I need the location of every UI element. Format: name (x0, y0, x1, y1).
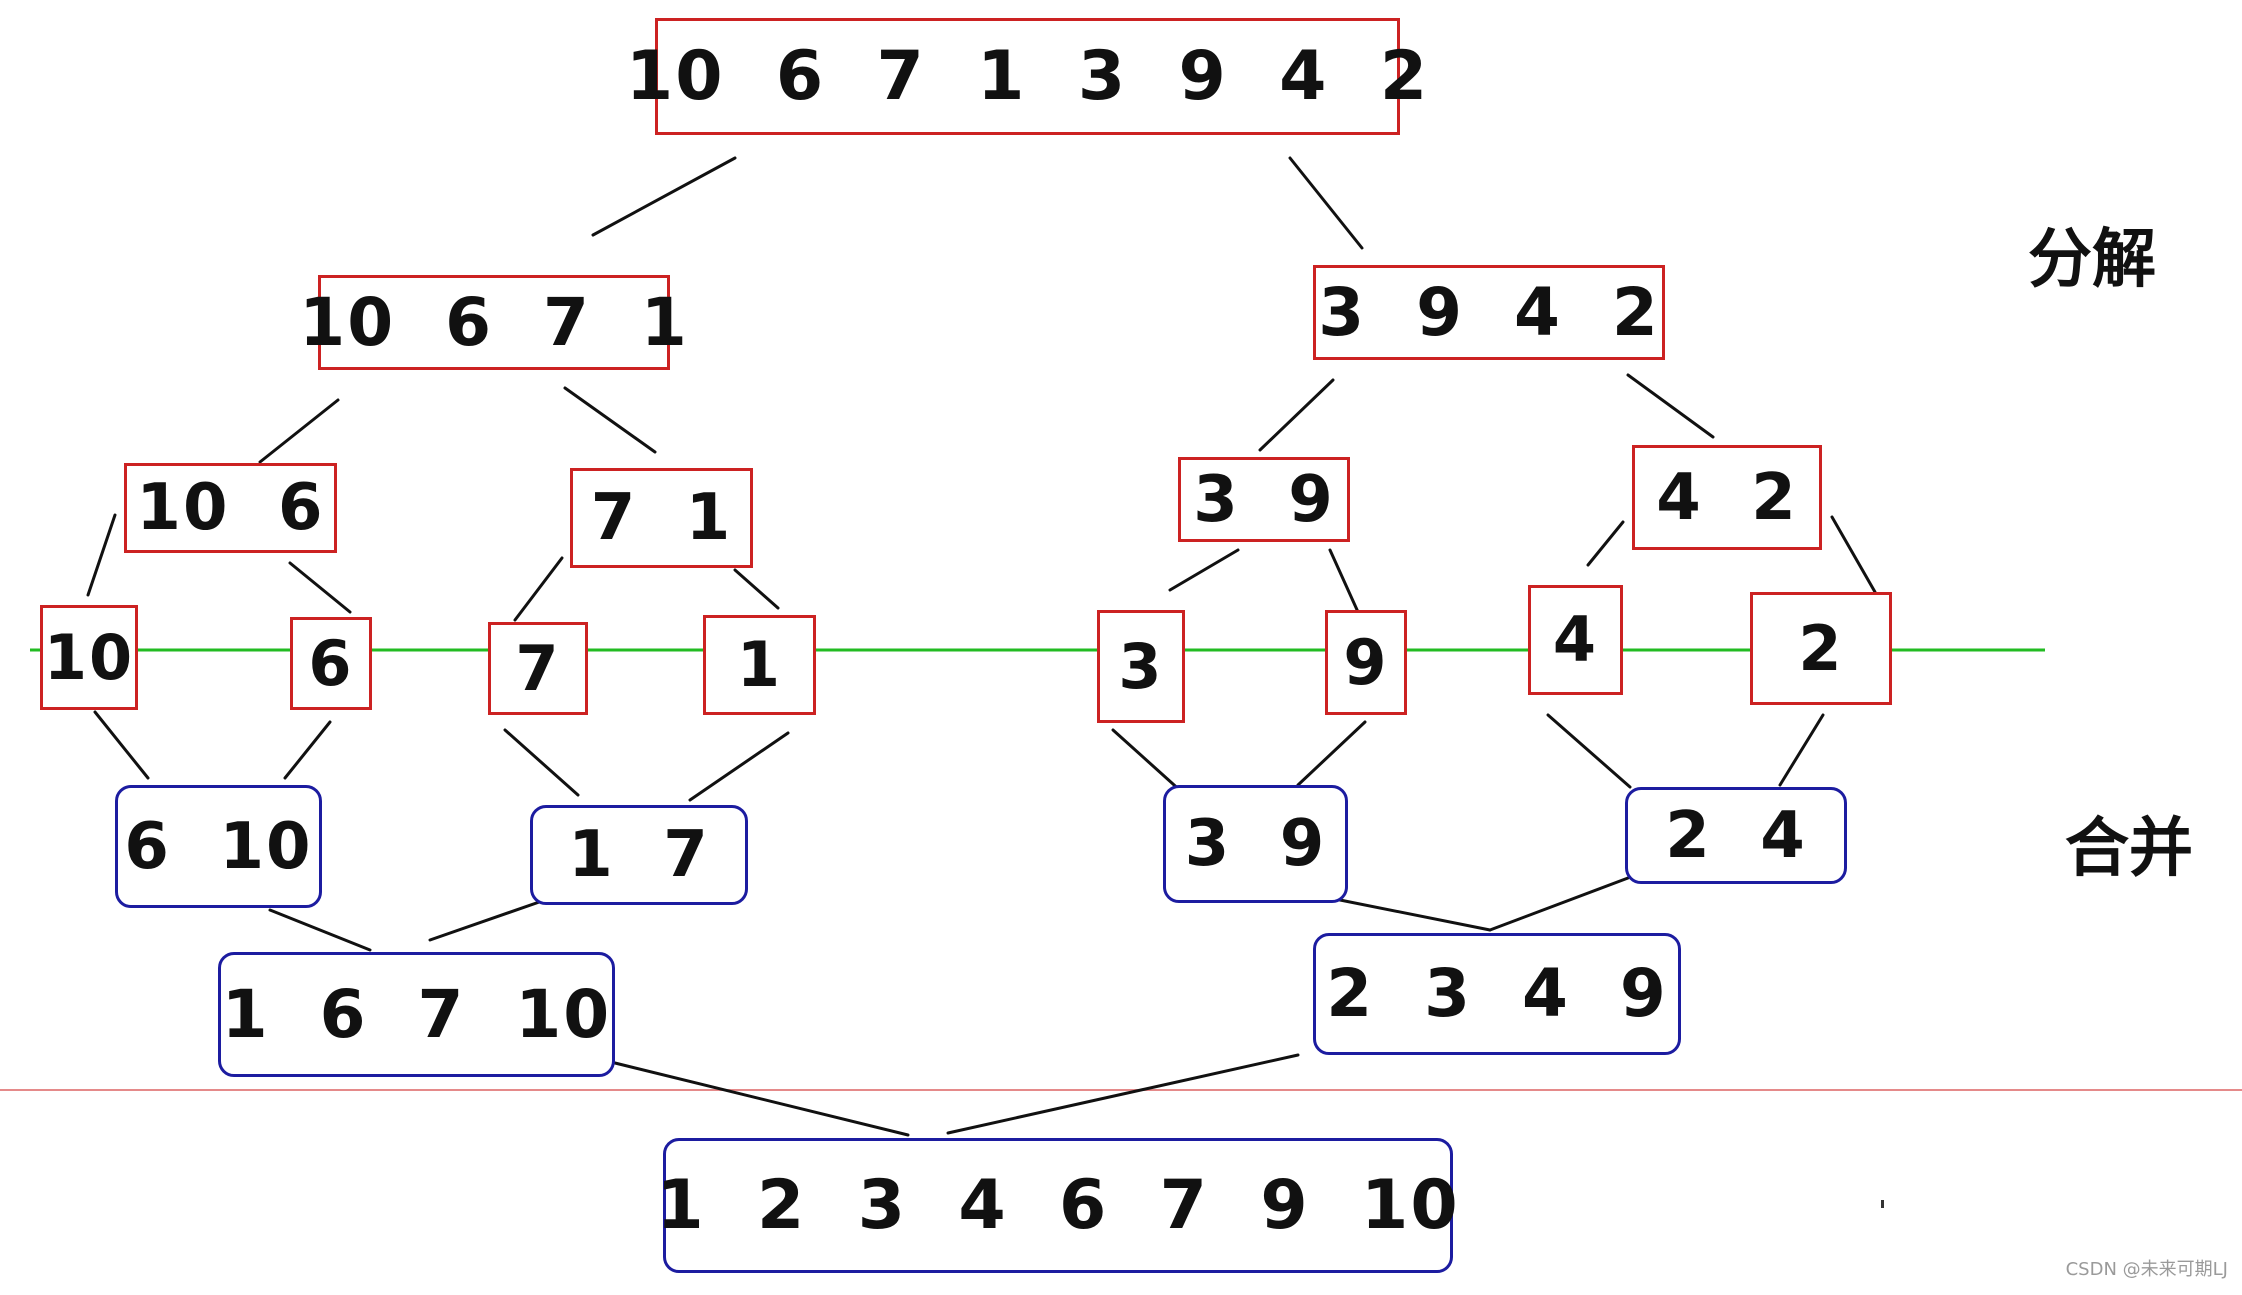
split-lr-box: 7 1 (570, 468, 753, 568)
connector-line (613, 1061, 910, 1137)
split-rr-box: 4 2 (1632, 445, 1822, 550)
connector-line (1830, 515, 1877, 594)
connector-line (288, 561, 352, 614)
merge-box-6-10: 6 10 (115, 785, 322, 908)
split-leaf-box: 6 (290, 617, 372, 710)
connector-line (1626, 373, 1715, 439)
split-leaf-box: 3 (1097, 610, 1185, 723)
connector-line (1328, 896, 1492, 932)
watermark-text: CSDN @未来可期LJ (2065, 1259, 2228, 1280)
connector-line (591, 156, 737, 237)
split-rl-box: 3 9 (1178, 457, 1350, 542)
merge-connectors (93, 710, 1825, 1137)
connector-line (283, 720, 332, 780)
connector-line (1111, 728, 1185, 795)
connector-line (1168, 548, 1240, 592)
merge-box-3-9: 3 9 (1163, 785, 1348, 903)
merge-box-1-6-7-10: 1 6 7 10 (218, 952, 615, 1077)
connector-line (733, 568, 780, 610)
split-leaf-box: 4 (1528, 585, 1623, 695)
split-label: 分解 (2028, 223, 2156, 297)
split-leaf-box: 2 (1750, 592, 1892, 705)
connector-line (1258, 378, 1335, 452)
split-leaf-box: 9 (1325, 610, 1407, 715)
merge-label: 合并 (2065, 812, 2193, 886)
connector-line (946, 1053, 1300, 1135)
split-root-box: 10 6 7 1 3 9 4 2 (626, 18, 1427, 135)
connector-line (258, 398, 340, 464)
connector-line (268, 908, 372, 952)
split-connectors (86, 156, 1877, 622)
split-ll-box: 10 6 (124, 463, 337, 553)
connector-line (503, 728, 580, 797)
split-leaf-box: 10 (40, 605, 138, 710)
merge-box-2-3-4-9: 2 3 4 9 (1313, 933, 1681, 1055)
connector-line (93, 710, 150, 780)
connector-line (1288, 156, 1364, 250)
connector-line (563, 386, 657, 454)
split-leaf-box: 7 (488, 622, 588, 715)
stray-mark (1881, 1200, 1884, 1208)
merge-final-box: 1 2 3 4 6 7 9 10 (656, 1138, 1458, 1273)
connector-line (513, 556, 564, 622)
connector-line (1488, 876, 1630, 932)
connector-line (1328, 548, 1360, 614)
connector-line (1296, 720, 1367, 787)
split-right-box: 3 9 4 2 (1313, 265, 1665, 360)
connector-line (1778, 713, 1825, 787)
connector-line (1546, 713, 1632, 789)
connector-line (428, 898, 547, 942)
merge-box-1-7: 1 7 (530, 805, 748, 905)
split-left-box: 10 6 7 1 (299, 275, 687, 370)
merge-box-2-4: 2 4 (1625, 787, 1847, 884)
connector-line (86, 513, 117, 597)
split-leaf-box: 1 (703, 615, 816, 715)
connector-line (688, 731, 790, 802)
connector-line (1586, 520, 1625, 567)
